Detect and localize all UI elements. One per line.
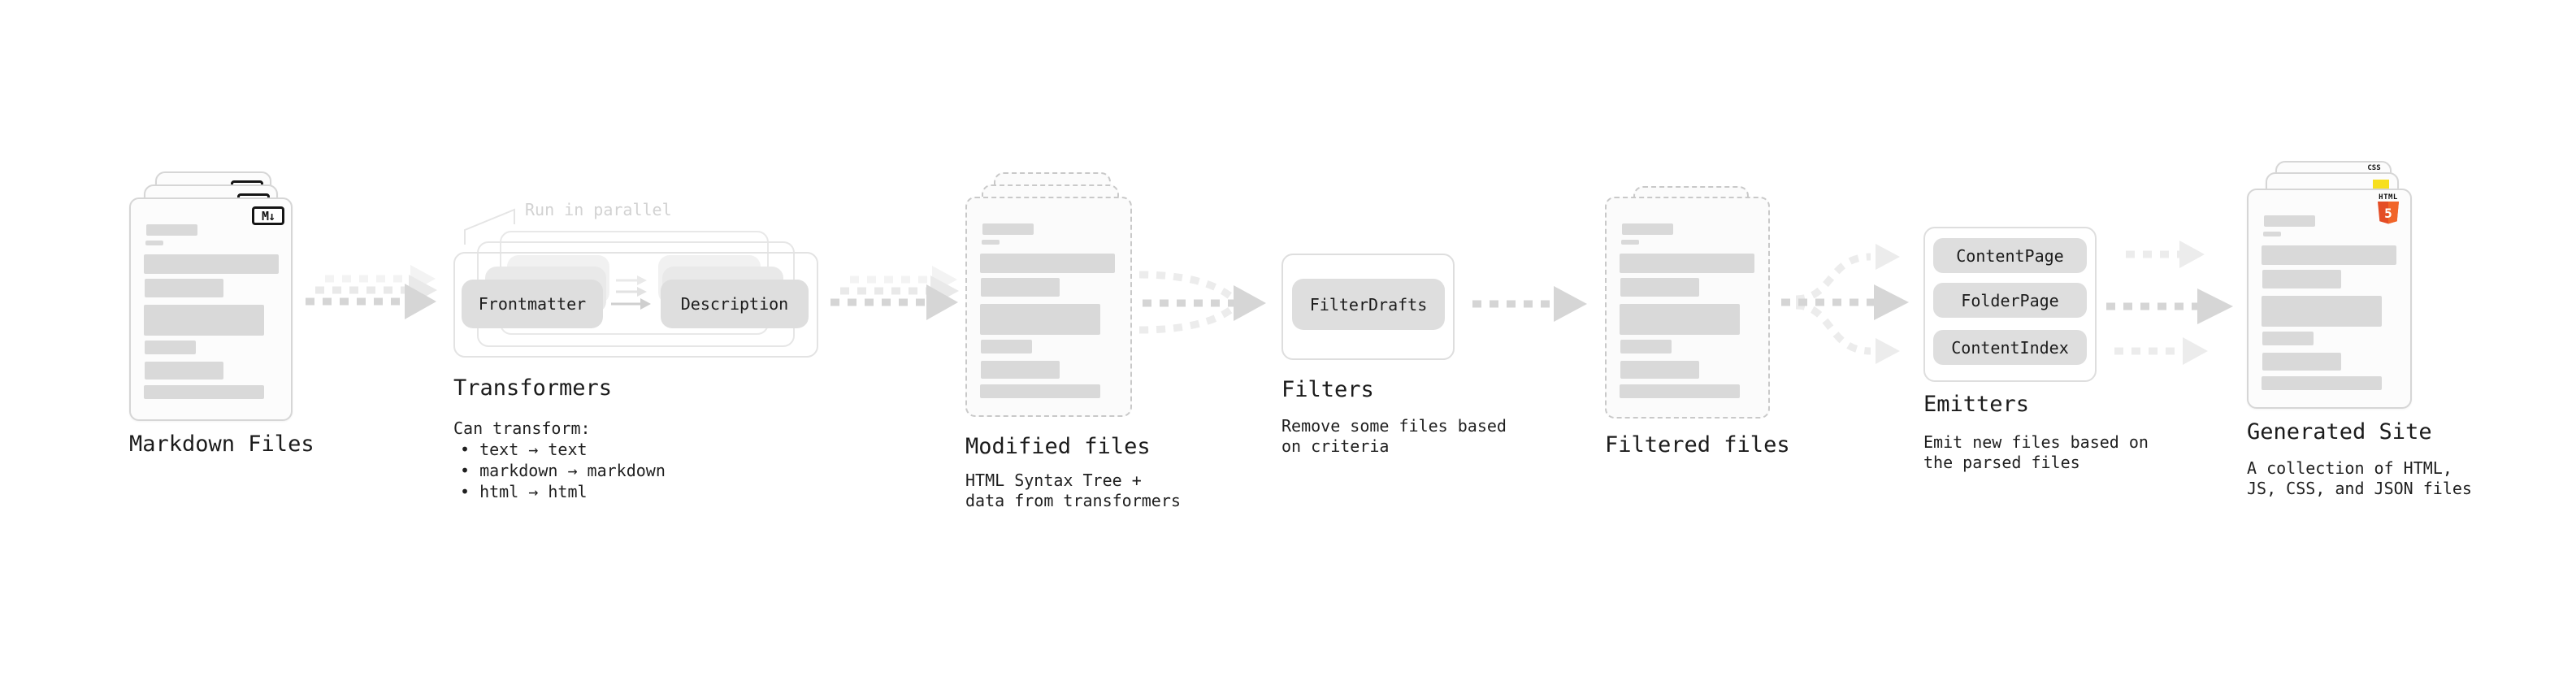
modified-page-front bbox=[965, 197, 1132, 417]
skeleton-line bbox=[2264, 215, 2315, 227]
css-logo-text: CSS bbox=[2367, 164, 2381, 172]
skeleton-line bbox=[1620, 340, 1672, 354]
flow-arrow-transformers-to-modified bbox=[830, 266, 959, 320]
emitter-pill-folderpage: FolderPage bbox=[1933, 283, 2087, 318]
html5-logo-text: HTML bbox=[2379, 193, 2398, 202]
svg-text:5: 5 bbox=[2384, 206, 2392, 221]
generated-site-title: Generated Site bbox=[2247, 419, 2432, 445]
description-pill: Description bbox=[661, 280, 809, 328]
skeleton-line bbox=[2262, 353, 2341, 371]
skeleton-line bbox=[1620, 361, 1699, 379]
skeleton-line bbox=[2262, 296, 2382, 327]
filtered-files-title: Filtered files bbox=[1605, 432, 1790, 458]
skeleton-line bbox=[1621, 240, 1639, 245]
emitters-box bbox=[1923, 227, 2097, 382]
skeleton-line bbox=[2262, 245, 2396, 265]
generated-page-front: HTML 5 bbox=[2247, 189, 2412, 409]
transformers-bullet: • text → text bbox=[460, 440, 588, 459]
transformers-caption-heading: Can transform: bbox=[453, 419, 591, 438]
skeleton-line bbox=[1620, 254, 1754, 273]
html5-shield: 5 bbox=[2378, 202, 2399, 224]
skeleton-line bbox=[981, 340, 1032, 354]
flow-arrow-filtered-to-emitters bbox=[1781, 244, 1909, 364]
skeleton-line bbox=[1620, 304, 1740, 335]
modified-files-title: Modified files bbox=[965, 434, 1151, 459]
skeleton-line bbox=[980, 254, 1115, 273]
skeleton-line bbox=[982, 223, 1034, 235]
markdown-page-front: M↓ bbox=[129, 197, 293, 421]
emitters-caption-line: the parsed files bbox=[1923, 453, 2080, 472]
transformers-bullet: • html → html bbox=[460, 482, 588, 501]
emitters-caption-line: Emit new files based on bbox=[1923, 432, 2149, 452]
modified-files-caption-line: HTML Syntax Tree + bbox=[965, 471, 1142, 490]
markdown-files-title: Markdown Files bbox=[129, 432, 314, 457]
modified-files-caption-line: data from transformers bbox=[965, 491, 1181, 510]
flow-arrow-filters-to-filtered bbox=[1472, 286, 1587, 322]
skeleton-line bbox=[981, 361, 1060, 379]
skeleton-line bbox=[144, 305, 264, 336]
skeleton-line bbox=[981, 278, 1060, 297]
transformers-box-front bbox=[453, 252, 818, 358]
html5-logo-icon: HTML 5 bbox=[2375, 193, 2401, 224]
skeleton-line bbox=[145, 279, 223, 297]
filters-caption-line: Remove some files based bbox=[1281, 416, 1507, 436]
emitters-title: Emitters bbox=[1923, 392, 2030, 417]
generated-site-caption-line: A collection of HTML, bbox=[2247, 458, 2452, 478]
skeleton-line bbox=[982, 240, 1000, 245]
flow-arrow-markdown-to-transformers bbox=[306, 265, 437, 319]
skeleton-line bbox=[2262, 376, 2382, 390]
filters-caption-line: on criteria bbox=[1281, 436, 1390, 456]
skeleton-line bbox=[144, 385, 264, 399]
filters-title: Filters bbox=[1281, 377, 1374, 402]
skeleton-line bbox=[1620, 278, 1699, 297]
skeleton-line bbox=[2263, 232, 2281, 236]
skeleton-line bbox=[980, 304, 1100, 335]
skeleton-line bbox=[980, 384, 1100, 398]
skeleton-line bbox=[1622, 223, 1673, 235]
run-in-parallel-label: Run in parallel bbox=[525, 200, 672, 219]
skeleton-line bbox=[1620, 384, 1740, 398]
transformers-title: Transformers bbox=[453, 375, 613, 401]
emitter-pill-contentpage: ContentPage bbox=[1933, 238, 2087, 273]
filters-box bbox=[1281, 254, 1455, 360]
flow-arrow-emitters-to-generated bbox=[2106, 241, 2233, 365]
skeleton-line bbox=[145, 340, 196, 354]
skeleton-line bbox=[2262, 332, 2314, 345]
skeleton-line bbox=[145, 362, 223, 380]
filtered-page-front bbox=[1605, 197, 1770, 419]
filterdrafts-pill: FilterDrafts bbox=[1292, 279, 1445, 330]
skeleton-line bbox=[145, 241, 163, 245]
markdown-logo-icon: M↓ bbox=[252, 206, 284, 225]
skeleton-line bbox=[144, 254, 279, 274]
skeleton-line bbox=[2262, 270, 2341, 288]
flow-arrow-modified-to-filters bbox=[1138, 271, 1266, 334]
skeleton-line bbox=[146, 224, 197, 236]
emitter-pill-contentindex: ContentIndex bbox=[1933, 330, 2087, 365]
frontmatter-pill: Frontmatter bbox=[462, 280, 603, 328]
transformers-bullet: • markdown → markdown bbox=[460, 461, 666, 480]
generated-site-caption-line: JS, CSS, and JSON files bbox=[2247, 479, 2472, 498]
js-logo-icon bbox=[2373, 180, 2389, 189]
